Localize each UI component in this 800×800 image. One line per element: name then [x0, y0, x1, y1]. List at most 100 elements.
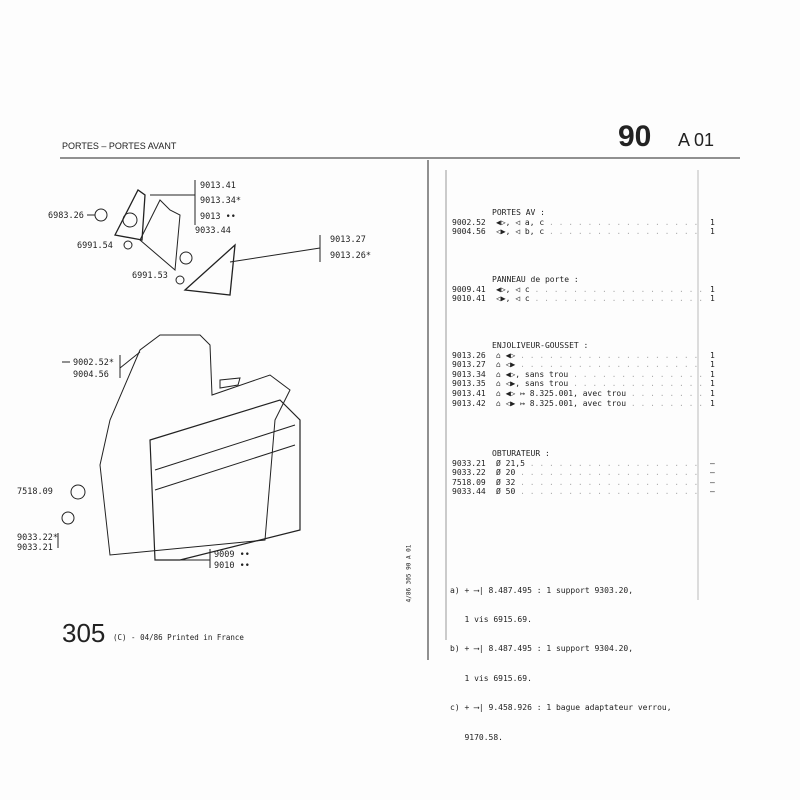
part-qty: 1	[710, 350, 715, 360]
part-desc: Ø 50	[496, 487, 702, 497]
table-row: 9004.56 ◁▶, ◁ b, c 1	[452, 227, 715, 237]
callout-label: 9033.22*	[17, 533, 58, 543]
part-desc: ◀▷, ◁ a, c	[496, 218, 702, 228]
footnote: a) + ⟶| 8.487.495 : 1 support 9303.20,	[450, 585, 634, 595]
parts-section: ENJOLIVEUR-GOUSSET : 9013.26 ⌂ ◀▷ 1 9013.2…	[452, 341, 715, 409]
page-title: PORTES – PORTES AVANT	[62, 141, 177, 151]
callout-label: 9013.34*	[200, 196, 241, 206]
part-code: 9013.41	[452, 388, 486, 398]
part-desc: ⌂ ◁▶	[496, 360, 702, 370]
part-code: 9033.21	[452, 458, 486, 468]
table-row: 9013.26 ⌂ ◀▷ 1	[452, 350, 715, 361]
print-info: (C) - 04/86 Printed in France	[113, 633, 244, 642]
table-row: 9010.41 ◁▶, ◁ c 1	[452, 294, 715, 304]
grommet-6983-26	[94, 208, 108, 222]
part-desc: ◁▶, ◁ c	[496, 294, 702, 304]
table-row: 9013.35 ⌂ ◁▶, sans trou 1	[452, 379, 715, 389]
table-row: 9013.41⌂ ◀▷ ↦ 8.325.001, avec trou1	[452, 388, 715, 399]
plug-7518-09	[70, 484, 86, 500]
callout-label: 6991.54	[77, 241, 113, 251]
plug-9033-22	[61, 511, 75, 525]
callout-label: 6991.53	[132, 271, 168, 281]
gousset-part	[114, 189, 146, 241]
part-code: 9033.44	[452, 487, 486, 497]
part-code: 9033.22	[452, 468, 486, 478]
part-desc: Ø 21,5	[496, 459, 702, 469]
callout-label: 6983.26	[48, 211, 84, 221]
callout-label: 9010 ••	[214, 561, 250, 571]
part-code: 9013.34	[452, 369, 486, 379]
part-desc: Ø 20	[496, 468, 702, 478]
parts-section: PANNEAU de porte : 9009.41 ◀▷, ◁ c 1 9010.…	[452, 275, 715, 304]
callout-label: 9013 ••	[200, 212, 236, 222]
table-row: 9013.34 ⌂ ◀▷, sans trou 1	[452, 369, 715, 380]
part-qty: –	[710, 468, 715, 478]
callout-label: 9002.52*	[73, 358, 114, 368]
gousset-trim	[183, 243, 236, 296]
side-reference: 4/86 305 90 A 01	[405, 544, 413, 603]
part-desc: Ø 32	[496, 478, 702, 488]
part-code: 9004.56	[452, 227, 486, 237]
footnote: 1 vis 6915.69.	[450, 673, 532, 683]
part-code: 9013.35	[452, 379, 486, 389]
part-desc: ⌂ ◀▷, sans trou	[496, 370, 702, 380]
part-desc: ◁▶, ◁ b, c	[496, 227, 702, 237]
table-row: 9009.41 ◀▷, ◁ c 1	[452, 284, 715, 295]
table-row: 9033.21 Ø 21,5–	[452, 458, 715, 469]
door-frame	[99, 334, 291, 556]
part-desc: ⌂ ◀▷	[496, 351, 702, 361]
table-row: 7518.09Ø 32–	[452, 478, 715, 488]
part-qty: 1	[710, 398, 715, 408]
callout-label: 9033.44	[195, 226, 231, 236]
table-row: 9013.42 ⌂ ◁▶ ↦ 8.325.001, avec trou 1	[452, 398, 715, 409]
footnote: c) + ⟶| 9.458.926 : 1 bague adaptateur v…	[450, 703, 672, 713]
door-skin	[149, 399, 301, 561]
callout-label: 9004.56	[73, 370, 109, 380]
part-desc: ⌂ ◀▷ ↦ 8.325.001, avec trou	[496, 389, 702, 399]
footnote: 9170.58.	[450, 732, 503, 742]
callout-label: 9009 ••	[214, 550, 250, 560]
callout-label: 9013.41	[200, 181, 236, 191]
section-title: OBTURATEUR :	[492, 449, 550, 458]
part-code: 9010.41	[452, 294, 486, 304]
model-number: 305	[62, 618, 106, 648]
part-code: 9002.52	[452, 217, 486, 227]
part-qty: 1	[710, 379, 715, 389]
section-title: PANNEAU de porte :	[492, 275, 579, 284]
part-desc: ⌂ ◁▶, sans trou	[496, 379, 702, 389]
gousset-boss	[122, 212, 138, 228]
part-qty: 1	[710, 294, 715, 304]
footnote: 1 vis 6915.69.	[450, 614, 532, 624]
part-qty: 1	[710, 227, 715, 237]
table-row: 9033.44 Ø 50–	[452, 487, 715, 497]
part-code: 9013.27	[452, 360, 486, 370]
part-code: 9009.41	[452, 284, 486, 294]
group-number: 90	[618, 120, 652, 153]
callout-label: 9013.26*	[330, 251, 371, 261]
gasket-plate	[139, 199, 181, 272]
table-row: 9033.22 Ø 20–	[452, 468, 715, 478]
footnotes: a) + ⟶| 8.487.495 : 1 support 9303.20, 1…	[450, 566, 672, 762]
part-code: 9013.42	[452, 398, 486, 408]
part-code: 9013.26	[452, 350, 486, 360]
callout-label: 7518.09	[17, 487, 53, 497]
section-title: PORTES AV :	[492, 208, 545, 217]
footnote: b) + ⟶| 8.487.495 : 1 support 9304.20,	[450, 644, 634, 654]
part-qty: –	[710, 458, 715, 468]
part-qty: –	[710, 487, 715, 497]
callout-label: 9033.21	[17, 543, 53, 553]
plug-9033-44	[179, 251, 193, 265]
subgroup-code: A 01	[678, 130, 715, 150]
part-qty: 1	[710, 284, 715, 294]
parts-section: PORTES AV : 9002.52 ◀▷, ◁ a, c 1 9004.56 ◁▶…	[452, 208, 715, 237]
part-qty: 1	[710, 360, 715, 370]
part-qty: 1	[710, 369, 715, 379]
table-row: 9013.27 ⌂ ◁▶ 1	[452, 360, 715, 370]
callout-label: 9013.27	[330, 235, 366, 245]
part-desc: ⌂ ◁▶ ↦ 8.325.001, avec trou	[496, 399, 702, 409]
parts-section: OBTURATEUR : 9033.21Ø 21,5– 9033.22Ø 20–…	[452, 449, 715, 497]
part-desc: ◀▷, ◁ c	[496, 285, 702, 295]
section-title: ENJOLIVEUR-GOUSSET :	[492, 341, 589, 350]
part-qty: 1	[710, 217, 715, 227]
